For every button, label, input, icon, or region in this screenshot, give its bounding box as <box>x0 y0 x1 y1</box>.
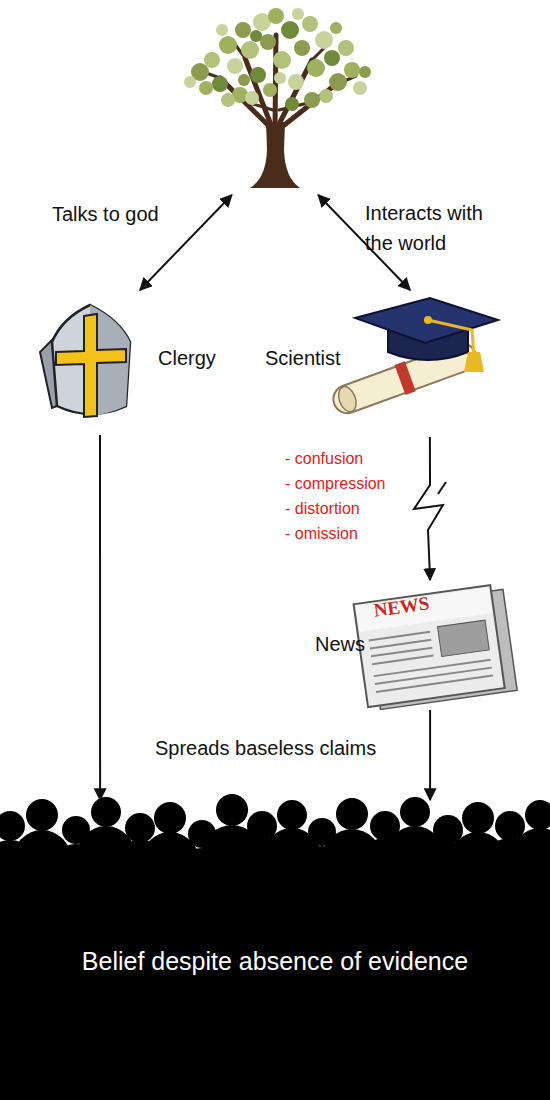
newspaper-icon-part-part <box>369 632 430 641</box>
role-label: Scientist <box>265 346 341 370</box>
graduation-icon-part-part <box>395 361 416 395</box>
graduation-icon-part <box>464 352 484 372</box>
tree-illustration-part-part <box>235 22 251 38</box>
crowd-silhouette-part <box>216 794 248 826</box>
crowd-silhouette-part <box>525 800 550 830</box>
tree-illustration-part-part <box>221 93 235 107</box>
crowd-silhouette-part <box>26 799 58 831</box>
tree-illustration-part-part <box>307 59 325 77</box>
newspaper-icon-part-part <box>374 660 491 676</box>
tree-illustration-part-part <box>344 62 360 78</box>
tree-illustration-part-part <box>245 91 259 105</box>
newspaper-icon-part-part <box>371 648 432 657</box>
tree-illustration-part-part <box>212 76 228 92</box>
crowd-silhouette-part <box>0 811 25 841</box>
tree-node <box>195 5 355 195</box>
tree-illustration-part <box>250 122 300 188</box>
newspaper-icon <box>354 583 518 711</box>
role-label: Clergy <box>158 346 216 370</box>
tree-illustration-part-part <box>250 67 266 83</box>
tree-illustration-part-part <box>263 83 277 97</box>
distortion-item: - omission <box>285 523 358 545</box>
tree-illustration-part-part <box>292 8 304 20</box>
tree-illustration-part-part <box>273 51 291 69</box>
crowd-silhouette-part <box>462 802 494 834</box>
crowd-silhouette-part <box>125 813 155 843</box>
crowd-silhouette-part <box>510 828 550 892</box>
tree-illustration-part-part <box>184 76 196 88</box>
tree-illustration-part-part <box>278 85 335 130</box>
crowd-silhouette-part <box>277 800 307 830</box>
tree-illustration-part-part <box>338 40 354 56</box>
tree-illustration-part-part <box>324 50 340 66</box>
graduation-icon-part <box>355 298 498 343</box>
source-label: News <box>315 632 365 656</box>
newspaper-icon-part-part <box>372 656 433 665</box>
tree-illustration-part-part <box>274 72 286 84</box>
edge-label: Spreads baseless claims <box>155 733 376 763</box>
mitre-icon <box>40 305 130 417</box>
tree-illustration-part-part <box>294 40 310 56</box>
crowd-silhouette-part <box>336 798 368 830</box>
distortion-item: - distortion <box>285 498 360 520</box>
clergy-node: Clergy <box>40 290 210 435</box>
tree-illustration-part-part <box>260 34 276 50</box>
crowd-node: Belief despite absence of evidence <box>0 800 550 1100</box>
distortion-item: - confusion <box>285 448 363 470</box>
tree-illustration-part-part <box>216 24 228 36</box>
crowd-silhouette-part <box>400 797 430 827</box>
crowd-silhouette-part <box>154 802 186 834</box>
tree-illustration-part-part <box>304 92 320 108</box>
tree-illustration-part-part <box>227 58 243 74</box>
newspaper-icon-part-part <box>370 640 431 649</box>
tree-illustration-part-part <box>353 81 367 95</box>
tree-illustration-part-part <box>302 16 318 32</box>
crowd-silhouette-part <box>91 797 121 827</box>
tree-illustration-part-part <box>219 36 237 54</box>
tree-illustration-part-part <box>268 8 284 24</box>
crowd-silhouette <box>0 794 550 1100</box>
mitre-icon-part <box>56 314 126 417</box>
newspaper-icon-part <box>369 624 493 692</box>
newspaper-icon-part-part <box>376 676 493 692</box>
graduation-icon <box>329 298 498 419</box>
tree-illustration-part-part <box>285 97 299 111</box>
tree-illustration-part-part <box>315 31 333 49</box>
tree-illustration-part-part <box>204 52 220 68</box>
tree-illustration-part-part <box>250 30 262 42</box>
tree-illustration-part-part <box>288 74 304 90</box>
tree-illustration-part-part <box>241 41 259 59</box>
tree-illustration-part-part <box>319 89 333 103</box>
tree-illustration-part-part <box>359 66 371 78</box>
break-accent <box>438 482 446 494</box>
graduation-icon-part <box>428 320 474 356</box>
newspaper-icon-part <box>438 620 490 656</box>
tree-illustration-part <box>184 8 371 111</box>
newspaper-icon-part <box>354 585 505 707</box>
tree-illustration-part-part <box>330 22 342 34</box>
tree-illustration-part-part <box>199 81 213 95</box>
crowd-caption: Belief despite absence of evidence <box>0 946 550 977</box>
connector-arrow <box>99 435 101 800</box>
edge-label: Interacts with the world <box>365 198 515 258</box>
scientist-node: Scientist <box>255 290 500 437</box>
tree-illustration <box>184 8 371 188</box>
distortion-item: - compression <box>285 473 385 495</box>
tree-illustration-part-part <box>281 21 299 39</box>
tree-illustration-part-part <box>238 74 250 86</box>
connector-arrow <box>429 710 431 800</box>
connector-arrow <box>414 437 443 580</box>
tree-illustration-part <box>198 35 356 130</box>
graduation-icon-part-part <box>335 384 359 414</box>
edge-label: Talks to god <box>52 199 159 229</box>
tree-illustration-part-part <box>329 73 347 91</box>
newspaper-icon-part-part <box>375 668 492 684</box>
